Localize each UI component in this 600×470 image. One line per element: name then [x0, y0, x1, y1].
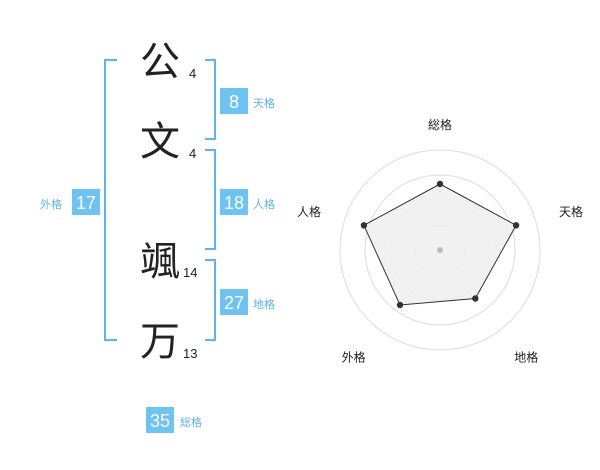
gaikaku-bracket	[104, 59, 117, 341]
stroke-count-4: 13	[183, 346, 197, 361]
stroke-count-3: 14	[183, 265, 197, 280]
gaikaku-value: 17	[76, 193, 96, 213]
chikaku-badge	[220, 289, 248, 315]
tenkaku-badge	[220, 88, 248, 114]
name-char-3: 颯	[140, 239, 180, 285]
name-panel: 公 4 文 4 颯 14 万 13 8 天格 18 人格 27 地格 外格 17…	[40, 39, 275, 433]
name-char-4: 万	[140, 319, 180, 365]
radar-axis-label-2: 天格	[559, 204, 583, 219]
gaikaku-badge	[72, 189, 100, 215]
radar-data-polygon	[363, 183, 517, 306]
radar-point-3	[472, 295, 479, 302]
radar-axis-label-5: 人格	[297, 204, 321, 219]
name-char-1: 公	[140, 39, 180, 85]
chikaku-label: 地格	[253, 297, 275, 311]
jinkaku-bracket	[205, 149, 216, 250]
radar-center-dot	[437, 247, 443, 253]
jinkaku-badge	[220, 189, 248, 215]
tenkaku-label: 天格	[253, 96, 275, 110]
radar-point-4	[396, 301, 404, 309]
jinkaku-value: 18	[224, 193, 244, 213]
soukaku-label: 総格	[180, 415, 202, 429]
chikaku-bracket	[205, 259, 216, 341]
radar-ring-4	[339, 149, 541, 351]
soukaku-badge	[146, 407, 174, 433]
radar-axis-label-4: 外格	[342, 350, 366, 365]
gaikaku-label: 外格	[40, 197, 62, 211]
radar-axis-label-3: 地格	[514, 350, 538, 365]
radar-point-5	[360, 222, 368, 229]
jinkaku-label: 人格	[253, 197, 275, 211]
chikaku-value: 27	[224, 293, 244, 313]
radar-axis-label-1: 総格	[428, 117, 452, 132]
name-char-2: 文	[140, 119, 180, 165]
radar-ring-3	[364, 174, 516, 326]
stroke-count-1: 4	[189, 66, 196, 81]
radar-point-1	[436, 180, 444, 188]
stroke-count-2: 4	[189, 146, 196, 161]
radar-point-2	[512, 222, 520, 229]
tenkaku-value: 8	[229, 92, 239, 112]
tenkaku-bracket	[205, 59, 216, 140]
soukaku-value: 35	[150, 411, 170, 431]
